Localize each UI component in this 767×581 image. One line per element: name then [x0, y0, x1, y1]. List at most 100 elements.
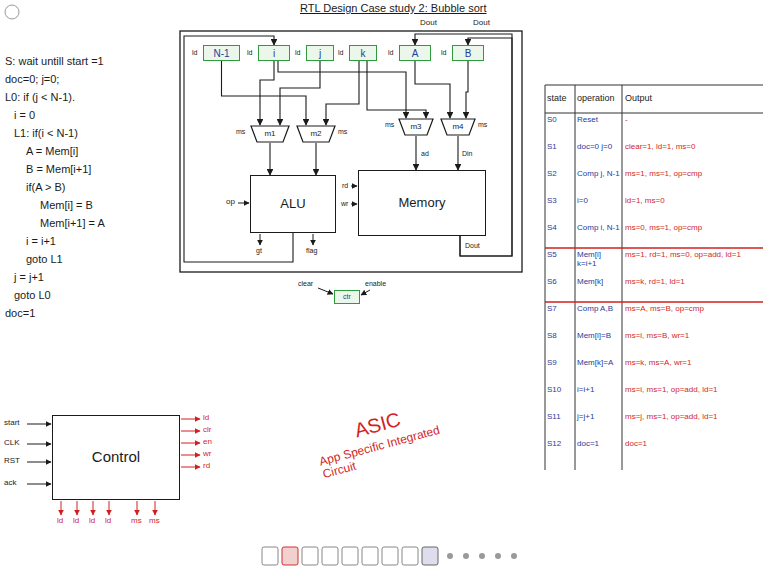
signal-name: ad — [421, 150, 429, 158]
signal-name: Dout — [473, 19, 490, 28]
table-cell: S0 — [547, 116, 574, 125]
code-line: if(A > B) — [26, 181, 65, 193]
table-cell: Output — [625, 94, 761, 104]
control-signal: ms — [131, 517, 142, 526]
table-cell: Mem[i] k=i+1 — [577, 251, 621, 269]
table-cell: Mem[k]=A — [577, 359, 621, 368]
signal-name: wr — [341, 200, 348, 208]
state-table-grid — [545, 85, 763, 470]
menu-icon — [5, 5, 19, 19]
mux-trapezoid: m1 — [250, 125, 290, 143]
signal-name: gt — [256, 247, 262, 255]
control-signal: ms — [149, 517, 160, 526]
table-cell: ms=i, ms=B, wr=1 — [625, 332, 761, 341]
signal-name: rd — [342, 182, 348, 190]
table-cell: doc=1 — [577, 440, 621, 449]
toolbar — [262, 547, 517, 565]
register-box: N-1 — [203, 45, 240, 61]
signal-name: op — [226, 198, 235, 207]
table-cell: S5 — [547, 251, 574, 260]
node-text: m2 — [310, 130, 321, 139]
table-cell: ms=i, ms=1, op=add, ld=1 — [625, 386, 761, 395]
table-cell: - — [625, 116, 761, 125]
bus-connector — [260, 61, 274, 125]
node-text: B — [465, 48, 472, 59]
bus-connector — [457, 136, 458, 170]
signal-name: Dout — [420, 19, 437, 28]
node-text: j — [319, 48, 321, 59]
state-table-separators — [545, 248, 763, 302]
table-cell: ms=j, ms=1, op=add, ld=1 — [625, 413, 761, 422]
table-cell: S6 — [547, 278, 574, 287]
table-cell: Comp i, N-1 — [577, 224, 621, 233]
control-signal: CLK — [4, 439, 20, 448]
table-cell: ms=A, ms=B, op=cmp — [625, 305, 761, 314]
signal-name: ld — [247, 49, 252, 57]
table-cell: clear=1, ld=1, ms=0 — [625, 143, 761, 152]
code-line: i = i+1 — [26, 235, 56, 247]
bus-connector — [326, 61, 359, 125]
register-box: ctr — [334, 290, 360, 304]
table-cell: ms=k, ms=A, wr=1 — [625, 359, 761, 368]
bus-connector — [269, 143, 270, 175]
code-line: Mem[i+1] = A — [40, 217, 105, 229]
code-line: B = Mem[i+1] — [26, 163, 91, 175]
signal-name: Dout — [465, 242, 480, 250]
bus-connector — [415, 136, 416, 170]
control-signal: RST — [4, 457, 20, 466]
node-text: m1 — [264, 130, 275, 139]
table-cell: S3 — [547, 197, 574, 206]
register-box: A — [399, 45, 431, 61]
mux-trapezoid: m2 — [296, 125, 336, 143]
register-box: j — [306, 45, 334, 61]
signal-name: ms — [385, 121, 394, 129]
code-line: doc=0; j=0; — [5, 73, 59, 85]
control-signal: ld — [89, 517, 95, 526]
signal-name: ld — [388, 49, 393, 57]
bus-connector — [315, 143, 316, 175]
control-signal: rd — [203, 462, 210, 471]
table-cell: S10 — [547, 386, 574, 395]
signal-name: enable — [365, 280, 386, 288]
signal-name: ms — [236, 128, 245, 136]
bus-connector — [367, 61, 426, 118]
table-cell: i=0 — [577, 197, 621, 206]
node-text: ctr — [343, 293, 351, 301]
table-cell: Comp j, N-1 — [577, 170, 621, 179]
code-line: S: wait untill start =1 — [5, 55, 104, 67]
control-signal: start — [4, 419, 20, 428]
datapath-frame — [180, 31, 522, 272]
register-box: i — [258, 45, 290, 61]
block-box: Memory — [358, 170, 486, 236]
control-signal: ld — [73, 517, 79, 526]
bus-connector — [466, 61, 468, 118]
table-cell: i=i+1 — [577, 386, 621, 395]
block-box: ALU — [250, 175, 336, 233]
table-cell: ms=1, rd=1, ms=0, op=add, ld=1 — [625, 251, 761, 260]
block-box: Control — [52, 415, 180, 500]
table-cell: S7 — [547, 305, 574, 314]
signal-name: flag — [306, 247, 317, 255]
signal-name: ld — [338, 49, 343, 57]
code-line: j = j+1 — [14, 271, 44, 283]
code-line: i = 0 — [14, 109, 35, 121]
table-cell: doc=0 j=0 — [577, 143, 621, 152]
table-cell: ms=1, ms=1, op=cmp — [625, 170, 761, 179]
register-box: k — [349, 45, 377, 61]
code-line: L1: if(i < N-1) — [14, 127, 78, 139]
table-cell: j=j+1 — [577, 413, 621, 422]
node-text: k — [361, 48, 366, 59]
table-cell: S9 — [547, 359, 574, 368]
table-cell: operation — [577, 94, 621, 104]
node-text: Control — [92, 449, 140, 466]
node-text: A — [412, 48, 419, 59]
table-cell: ms=0, ms=1, op=cmp — [625, 224, 761, 233]
code-line: goto L1 — [26, 253, 63, 265]
slide-title: RTL Design Case study 2: Bubble sort — [300, 2, 486, 14]
bus-connector — [415, 61, 450, 118]
node-text: m4 — [452, 123, 463, 132]
register-box: B — [452, 45, 484, 61]
control-inputs — [27, 424, 51, 484]
table-cell: Comp A,B — [577, 305, 621, 314]
node-text: N-1 — [213, 48, 229, 59]
